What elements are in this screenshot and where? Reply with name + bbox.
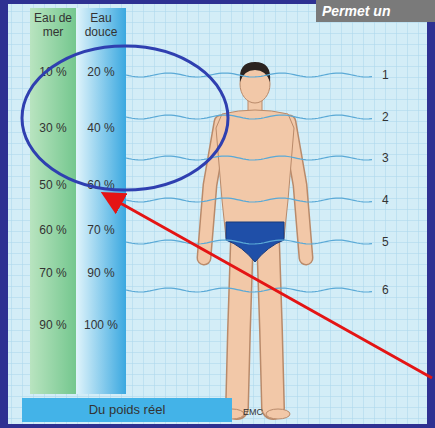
callout-number: 1 — [382, 68, 389, 82]
node-heading: Permet un — [316, 3, 435, 19]
grid — [8, 4, 427, 424]
water-level-lines — [126, 73, 372, 292]
level-line — [126, 156, 372, 160]
highlight-ellipse — [22, 46, 228, 190]
percent-value: 70 % — [76, 223, 126, 237]
pointer-arrow — [106, 195, 432, 378]
node-heading: Du poids réel — [22, 403, 232, 417]
percent-value: 50 % — [30, 178, 76, 192]
node-heading: Eau de mer — [30, 11, 76, 39]
percent-value: 30 % — [30, 121, 76, 135]
level-line — [126, 240, 372, 244]
percent-value: 20 % — [76, 65, 126, 79]
callout-number: 2 — [382, 110, 389, 124]
percent-value: 90 % — [30, 318, 76, 332]
fresh-water-column: Eau douce 20 % 40 % 60 % 70 % 90 % 100 % — [76, 8, 126, 394]
level-line — [126, 198, 372, 202]
percent-value: 40 % — [76, 121, 126, 135]
weight-band: Du poids réel — [22, 398, 232, 422]
sea-water-column: Eau de mer 10 % 30 % 50 % 60 % 70 % 90 % — [30, 8, 76, 394]
publisher-mark: EMC — [243, 405, 263, 419]
percent-value: 60 % — [30, 223, 76, 237]
level-line — [126, 115, 372, 119]
level-line — [126, 288, 372, 292]
percent-value: 10 % — [30, 65, 76, 79]
percent-value: 90 % — [76, 266, 126, 280]
callout-number: 3 — [382, 151, 389, 165]
callout-number: 6 — [382, 283, 389, 297]
callout-number: 4 — [382, 193, 389, 207]
callout-number: 5 — [382, 235, 389, 249]
percent-value: 60 % — [76, 178, 126, 192]
percent-value: 100 % — [76, 318, 126, 332]
caption-box: Permet un — [316, 0, 435, 22]
node-heading: Eau douce — [76, 11, 126, 39]
panel — [8, 4, 427, 424]
level-line — [126, 73, 372, 77]
percent-value: 70 % — [30, 266, 76, 280]
